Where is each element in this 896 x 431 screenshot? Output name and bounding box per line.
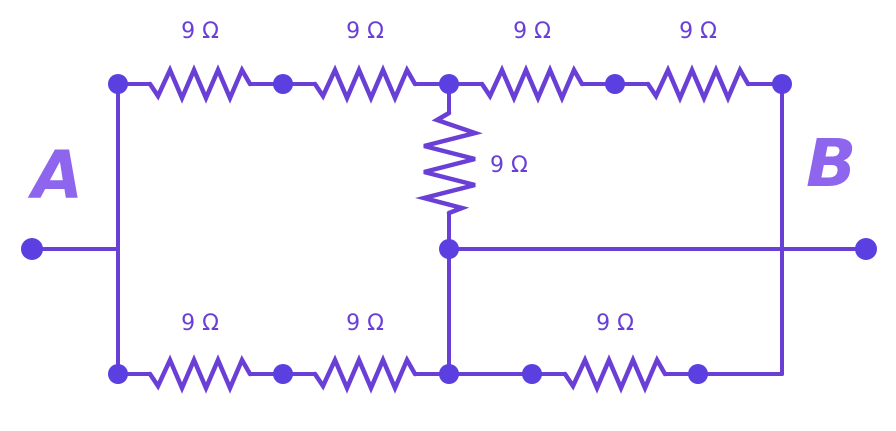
resistor-label: 9 Ω: [181, 311, 219, 336]
node-bottom-4: [522, 364, 542, 384]
resistor-label: 9 Ω: [181, 19, 219, 44]
nodes: [21, 74, 877, 384]
node-bottom-5: [688, 364, 708, 384]
resistor-label: 9 Ω: [346, 19, 384, 44]
node-bottom-2: [273, 364, 293, 384]
node-top-middle: [439, 74, 459, 94]
node-top-right: [772, 74, 792, 94]
terminal-a-node: [21, 238, 43, 260]
resistor-label: 9 Ω: [596, 311, 634, 336]
resistor-top-1: [147, 64, 253, 104]
resistor-label: 9 Ω: [490, 153, 528, 178]
resistor-middle-vertical: [415, 110, 483, 216]
wires: [30, 82, 868, 376]
node-center: [439, 239, 459, 259]
node-top-4: [605, 74, 625, 94]
terminal-label-b: B: [806, 125, 856, 202]
resistor-label: 9 Ω: [679, 19, 717, 44]
resistor-label: 9 Ω: [513, 19, 551, 44]
resistor-bottom-3: [562, 354, 668, 394]
resistor-top-3: [479, 64, 585, 104]
resistor-bottom-1: [147, 354, 253, 394]
node-bottom-left: [108, 364, 128, 384]
resistor-labels: 9 Ω 9 Ω 9 Ω 9 Ω 9 Ω 9 Ω 9 Ω 9 Ω: [181, 19, 717, 336]
node-top-2: [273, 74, 293, 94]
terminal-b-node: [855, 238, 877, 260]
resistor-top-2: [312, 64, 418, 104]
resistor-top-4: [645, 64, 751, 104]
resistors: [147, 64, 751, 394]
terminal-label-a: A: [27, 137, 83, 214]
node-top-left: [108, 74, 128, 94]
node-bottom-middle: [439, 364, 459, 384]
resistor-bottom-2: [312, 354, 418, 394]
resistor-label: 9 Ω: [346, 311, 384, 336]
